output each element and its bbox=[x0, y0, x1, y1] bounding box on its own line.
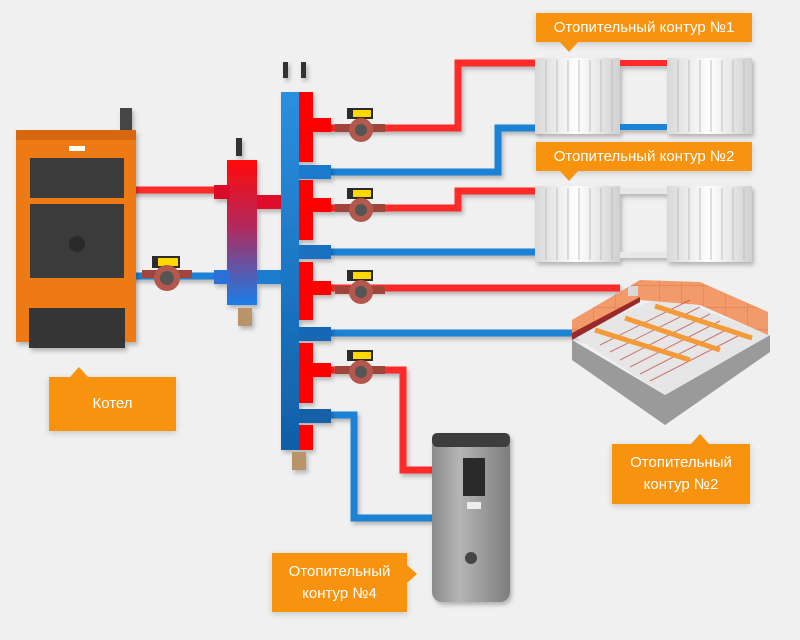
pump-3 bbox=[335, 270, 385, 304]
label-pointer bbox=[560, 42, 578, 52]
water-heater bbox=[432, 433, 510, 602]
label-radiator-circuit-1: Отопительный контур №1 bbox=[536, 13, 752, 52]
radiators-2 bbox=[535, 186, 752, 262]
pump-4 bbox=[335, 350, 385, 384]
label-text: Отопительный контур №1 bbox=[553, 18, 735, 36]
pipe-circuit1-supply bbox=[330, 59, 540, 132]
pipe-tank-return bbox=[330, 411, 435, 522]
label-text: Отопительный контур №2 bbox=[553, 147, 735, 165]
pipe-tank-supply bbox=[330, 366, 435, 474]
label-floor-circuit: Отопительный контур №2 bbox=[612, 434, 750, 504]
label-pointer bbox=[691, 434, 709, 444]
label-text: Котел bbox=[92, 395, 133, 412]
label-water-heater-circuit: Отопительный контур №4 bbox=[272, 553, 417, 612]
label-text-line2: контур №2 bbox=[643, 476, 719, 493]
label-boiler: Котел bbox=[49, 367, 176, 431]
label-pointer bbox=[70, 367, 88, 377]
label-radiator-circuit-2: Отопительный контур №2 bbox=[536, 142, 752, 181]
boiler-pump bbox=[142, 256, 192, 291]
pipe-circuit2-supply bbox=[330, 187, 540, 212]
label-text-line2: контур №4 bbox=[302, 584, 377, 602]
pump-1 bbox=[335, 108, 385, 142]
manifold bbox=[281, 62, 331, 470]
pipe-circuit1-return bbox=[330, 124, 540, 176]
label-pointer bbox=[407, 565, 417, 583]
label-pointer bbox=[560, 171, 578, 181]
hydro-separator bbox=[214, 138, 299, 326]
radiators-1 bbox=[535, 58, 752, 134]
boiler bbox=[16, 108, 136, 348]
underfloor-heating bbox=[572, 280, 770, 425]
label-text-line1: Отопительный bbox=[630, 454, 732, 471]
pump-2 bbox=[335, 188, 385, 222]
label-text-line1: Отопительный bbox=[288, 562, 391, 580]
